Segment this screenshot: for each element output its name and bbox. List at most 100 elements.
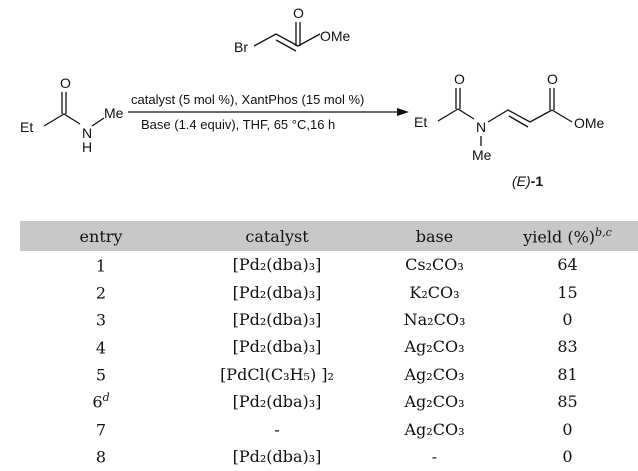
reagent-oxygen-label: O	[293, 5, 304, 21]
cell-entry-text: 5	[95, 365, 107, 385]
cell-catalyst: [PdCl(C₃H₅) ]₂	[182, 361, 372, 388]
condition-line-1: catalyst (5 mol %), XantPhos (15 mol %)	[131, 92, 364, 107]
product-alkene-double-bond	[508, 115, 529, 128]
reagent-backbone	[253, 33, 321, 47]
cell-entry-text: 7	[95, 420, 107, 440]
cell-entry-text: 2	[95, 283, 107, 303]
cell-entry: 1	[20, 251, 182, 278]
reagent-ome-label: OMe	[320, 28, 351, 44]
cell-entry: 6d	[20, 388, 182, 415]
cell-yield: 81	[497, 361, 638, 388]
cell-entry: 3	[20, 306, 182, 333]
product-n-label: N	[476, 119, 486, 135]
cell-base: Cs₂CO₃	[372, 251, 497, 278]
header-yield-footnote: b,c	[595, 225, 612, 239]
amide-oxygen-label: O	[60, 75, 71, 91]
product-enamide: Et O N Me O OMe (E)-1	[414, 71, 605, 189]
cell-yield: 15	[497, 278, 638, 305]
cell-base-text: Ag₂CO₃	[404, 419, 465, 439]
table-row: 1 [Pd₂(dba)₃] Cs₂CO₃ 64	[20, 251, 638, 278]
cell-catalyst-text: [Pd₂(dba)₃]	[232, 309, 322, 329]
cell-base-text: -	[431, 446, 438, 466]
cell-entry-text: 6	[92, 392, 103, 412]
cell-yield-text: 0	[562, 446, 573, 466]
optimization-table: entry catalyst base yield (%)b,c 1 [Pd₂(d…	[20, 221, 638, 470]
cell-base-text: Ag₂CO₃	[404, 364, 465, 384]
cell-base-text: K₂CO₃	[409, 282, 460, 302]
cell-catalyst: [Pd₂(dba)₃]	[182, 333, 372, 360]
table-row: 4 [Pd₂(dba)₃] Ag₂CO₃ 83	[20, 333, 638, 360]
cell-base: Ag₂CO₃	[372, 388, 497, 415]
cell-catalyst: [Pd₂(dba)₃]	[182, 251, 372, 278]
table-row: 6d [Pd₂(dba)₃] Ag₂CO₃ 85	[20, 388, 638, 415]
cell-yield: 85	[497, 388, 638, 415]
cell-yield: 0	[497, 443, 638, 470]
header-entry: entry	[20, 221, 182, 251]
table-row: 8 [Pd₂(dba)₃] - 0	[20, 443, 638, 470]
cell-entry: 5	[20, 361, 182, 388]
cell-catalyst: [Pd₂(dba)₃]	[182, 388, 372, 415]
cell-yield: 0	[497, 306, 638, 333]
reaction-scheme: Br O OMe Et O N H Me catalyst (5 mol %),…	[20, 5, 605, 189]
amide-n-methyl-bond	[91, 117, 105, 127]
table-row: 7 - Ag₂CO₃ 0	[20, 415, 638, 442]
amide-n-label: N	[82, 125, 92, 141]
reaction-arrow-group: catalyst (5 mol %), XantPhos (15 mol %) …	[128, 92, 409, 132]
cell-catalyst-text: [Pd₂(dba)₃]	[232, 282, 322, 302]
product-acyl-backbone	[437, 108, 475, 122]
cell-entry: 8	[20, 443, 182, 470]
table-row: 5 [PdCl(C₃H₅) ]₂ Ag₂CO₃ 81	[20, 361, 638, 388]
cell-yield-text: 81	[557, 364, 578, 384]
reaction-arrowhead	[397, 108, 409, 116]
cell-catalyst-text: -	[274, 419, 280, 439]
cell-entry: 7	[20, 415, 182, 442]
cell-base: K₂CO₃	[372, 278, 497, 305]
cell-yield-text: 64	[557, 255, 578, 275]
cell-yield: 83	[497, 333, 638, 360]
product-ester-oxygen-label: O	[547, 71, 558, 87]
cell-catalyst: [Pd₂(dba)₃]	[182, 443, 372, 470]
amide-backbone	[43, 113, 81, 127]
reagent-alkene-double-bond	[275, 39, 297, 52]
cell-entry: 4	[20, 333, 182, 360]
cell-base-text: Ag₂CO₃	[404, 337, 465, 357]
cell-catalyst-text: [Pd₂(dba)₃]	[232, 337, 322, 357]
header-catalyst: catalyst	[182, 221, 372, 251]
product-amide-oxygen-label: O	[454, 71, 465, 87]
cell-base: Ag₂CO₃	[372, 333, 497, 360]
product-enamide-backbone	[487, 109, 553, 123]
cell-catalyst-text: [Pd₂(dba)₃]	[232, 255, 322, 275]
cell-entry-text: 3	[95, 310, 107, 330]
condition-line-2: Base (1.4 equiv), THF, 65 °C,16 h	[141, 117, 335, 132]
cell-catalyst: -	[182, 415, 372, 442]
product-me-label: Me	[472, 147, 492, 163]
cell-base: Ag₂CO₃	[372, 415, 497, 442]
cell-yield-text: 0	[562, 309, 573, 329]
cell-catalyst-text: [PdCl(C₃H₅) ]₂	[220, 364, 334, 384]
product-number-label: -1	[531, 173, 544, 189]
cell-entry-text: 8	[95, 447, 107, 467]
cell-catalyst: [Pd₂(dba)₃]	[182, 306, 372, 333]
product-ome-label: OMe	[574, 115, 605, 131]
header-yield-text: yield (%)	[523, 227, 596, 247]
cell-base-text: Na₂CO₃	[403, 309, 466, 329]
cell-catalyst: [Pd₂(dba)₃]	[182, 278, 372, 305]
reagent-bromoacrylate: Br O OMe	[234, 5, 351, 55]
cell-entry-footnote: d	[102, 391, 110, 405]
cell-entry-text: 1	[95, 255, 107, 275]
cell-entry: 2	[20, 278, 182, 305]
cell-yield-text: 0	[562, 419, 573, 439]
cell-yield-text: 85	[557, 392, 578, 412]
product-isomer-label: (E)	[512, 173, 531, 189]
cell-yield: 0	[497, 415, 638, 442]
header-base: base	[372, 221, 497, 251]
cell-catalyst-text: [Pd₂(dba)₃]	[232, 392, 322, 412]
cell-catalyst-text: [Pd₂(dba)₃]	[232, 446, 322, 466]
product-ester-o-bond	[551, 109, 573, 123]
cell-yield-text: 83	[557, 337, 578, 357]
product-compound-label: (E)-1	[512, 173, 543, 189]
reagent-br-label: Br	[234, 39, 248, 55]
product-et-label: Et	[414, 114, 427, 130]
cell-base: Ag₂CO₃	[372, 361, 497, 388]
